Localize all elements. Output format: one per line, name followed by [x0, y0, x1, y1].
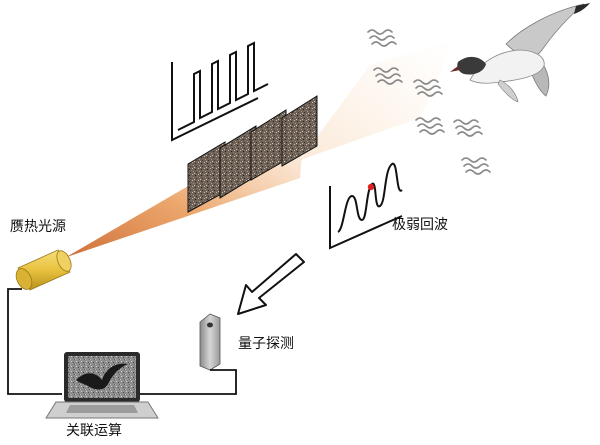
wave-icon — [368, 30, 396, 46]
light-source-label: 赝热光源 — [10, 216, 66, 236]
correlation-label: 关联运算 — [66, 420, 122, 440]
wave-icon — [454, 120, 482, 136]
bird-icon — [450, 3, 590, 102]
echo-chart — [330, 164, 402, 248]
light-source — [13, 248, 74, 291]
pulse-axis — [172, 62, 258, 140]
detector-icon — [200, 314, 220, 370]
square-waveform — [178, 43, 268, 130]
echo-marker — [368, 184, 374, 190]
wire-source — [8, 289, 62, 394]
laptop-icon — [46, 352, 158, 418]
far-light-beam — [300, 40, 455, 160]
arrow-icon — [238, 254, 304, 314]
wave-icon — [416, 118, 444, 134]
weak-echo-label: 极弱回波 — [392, 214, 448, 234]
pulse-chart — [172, 43, 268, 140]
wire-detector — [140, 370, 236, 394]
quantum-detection-label: 量子探测 — [238, 333, 294, 353]
wave-icon — [462, 158, 490, 174]
